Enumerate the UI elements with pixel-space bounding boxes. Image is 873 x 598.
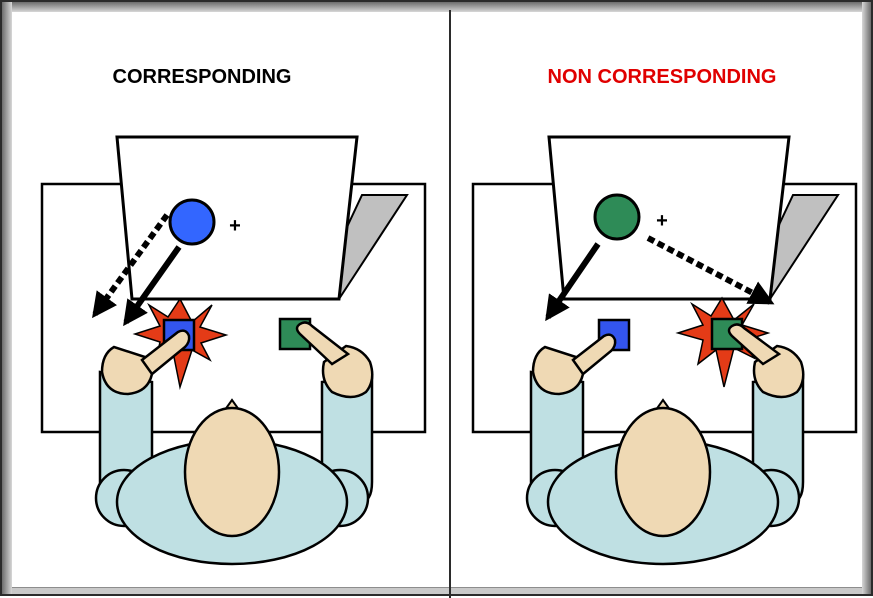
left-dashed-arrow xyxy=(92,213,170,319)
left-left-finger xyxy=(140,329,191,376)
left-blue-stimulus xyxy=(168,198,216,246)
left-panel: + xyxy=(40,135,427,566)
left-right-finger xyxy=(295,321,351,366)
non-corresponding-title: NON CORRESPONDING xyxy=(547,66,777,88)
corresponding-title: CORRESPONDING xyxy=(112,66,292,88)
right-panel: + xyxy=(471,135,858,566)
right-dashed-arrow xyxy=(646,235,775,305)
right-head xyxy=(614,406,712,538)
frame-right-edge xyxy=(862,2,871,594)
left-head xyxy=(183,406,281,538)
left-fixation-plus: + xyxy=(229,215,241,237)
right-solid-arrow xyxy=(545,242,601,322)
right-left-finger xyxy=(571,333,617,376)
left-monitor-screen xyxy=(115,135,359,301)
right-green-stimulus xyxy=(593,193,641,241)
right-right-finger xyxy=(727,323,782,366)
panel-divider xyxy=(449,10,451,598)
right-fixation-plus: + xyxy=(656,210,668,232)
right-monitor-screen xyxy=(547,135,791,301)
left-solid-arrow xyxy=(123,245,182,327)
